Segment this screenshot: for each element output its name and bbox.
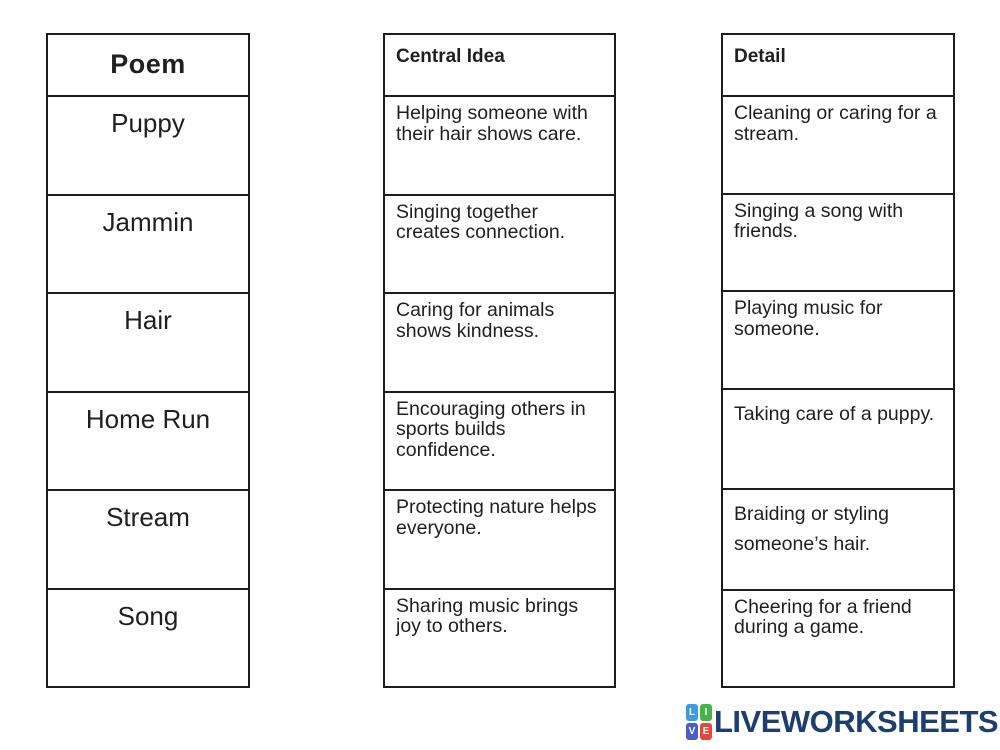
detail-cell-2[interactable]: Singing a song with friends. [723, 195, 953, 292]
central-idea-cell-4[interactable]: Encouraging others in sports builds conf… [385, 393, 614, 491]
detail-header: Detail [723, 35, 953, 97]
central-idea-cell-2[interactable]: Singing together creates connection. [385, 196, 614, 294]
central-idea-cell-6[interactable]: Sharing music brings joy to others. [396, 594, 579, 638]
central-idea-table: Central Idea Helping someone with their … [383, 33, 616, 688]
logo-square-l: L [686, 704, 698, 721]
poem-cell-song[interactable]: Song [117, 600, 179, 631]
liveworksheets-logo-icon: L I V E [686, 704, 712, 740]
brand-text: LIVEWORKSHEETS [714, 704, 999, 739]
poem-cell-home-run[interactable]: Home Run [48, 393, 248, 491]
liveworksheets-footer[interactable]: L I V E LIVEWORKSHEETS [686, 704, 999, 740]
central-idea-cell-3[interactable]: Caring for animals shows kindness. [385, 294, 614, 393]
central-idea-cell-1[interactable]: Helping someone with their hair shows ca… [385, 97, 614, 196]
logo-square-e: E [700, 723, 712, 740]
poem-table: Poem Puppy Jammin Hair Home Run Stream S… [46, 33, 250, 688]
detail-cell-3[interactable]: Playing music for someone. [723, 292, 953, 390]
poem-header: Poem [48, 35, 248, 97]
poem-cell-puppy[interactable]: Puppy [48, 97, 248, 196]
detail-cell-4[interactable]: Taking care of a puppy. [723, 390, 953, 490]
detail-table: Detail Cleaning or caring for a stream. … [721, 33, 955, 688]
detail-cell-5[interactable]: Braiding or styling someone’s hair. [723, 490, 953, 591]
central-idea-header: Central Idea [385, 35, 614, 97]
detail-cell-6[interactable]: Cheering for a friend during a game. [734, 595, 912, 639]
poem-cell-stream[interactable]: Stream [48, 491, 248, 590]
logo-square-i: I [700, 704, 712, 721]
central-idea-cell-5[interactable]: Protecting nature helps everyone. [385, 491, 614, 590]
detail-cell-1[interactable]: Cleaning or caring for a stream. [723, 97, 953, 195]
poem-cell-hair[interactable]: Hair [48, 294, 248, 393]
logo-square-v: V [686, 723, 698, 740]
poem-cell-jammin[interactable]: Jammin [48, 196, 248, 294]
